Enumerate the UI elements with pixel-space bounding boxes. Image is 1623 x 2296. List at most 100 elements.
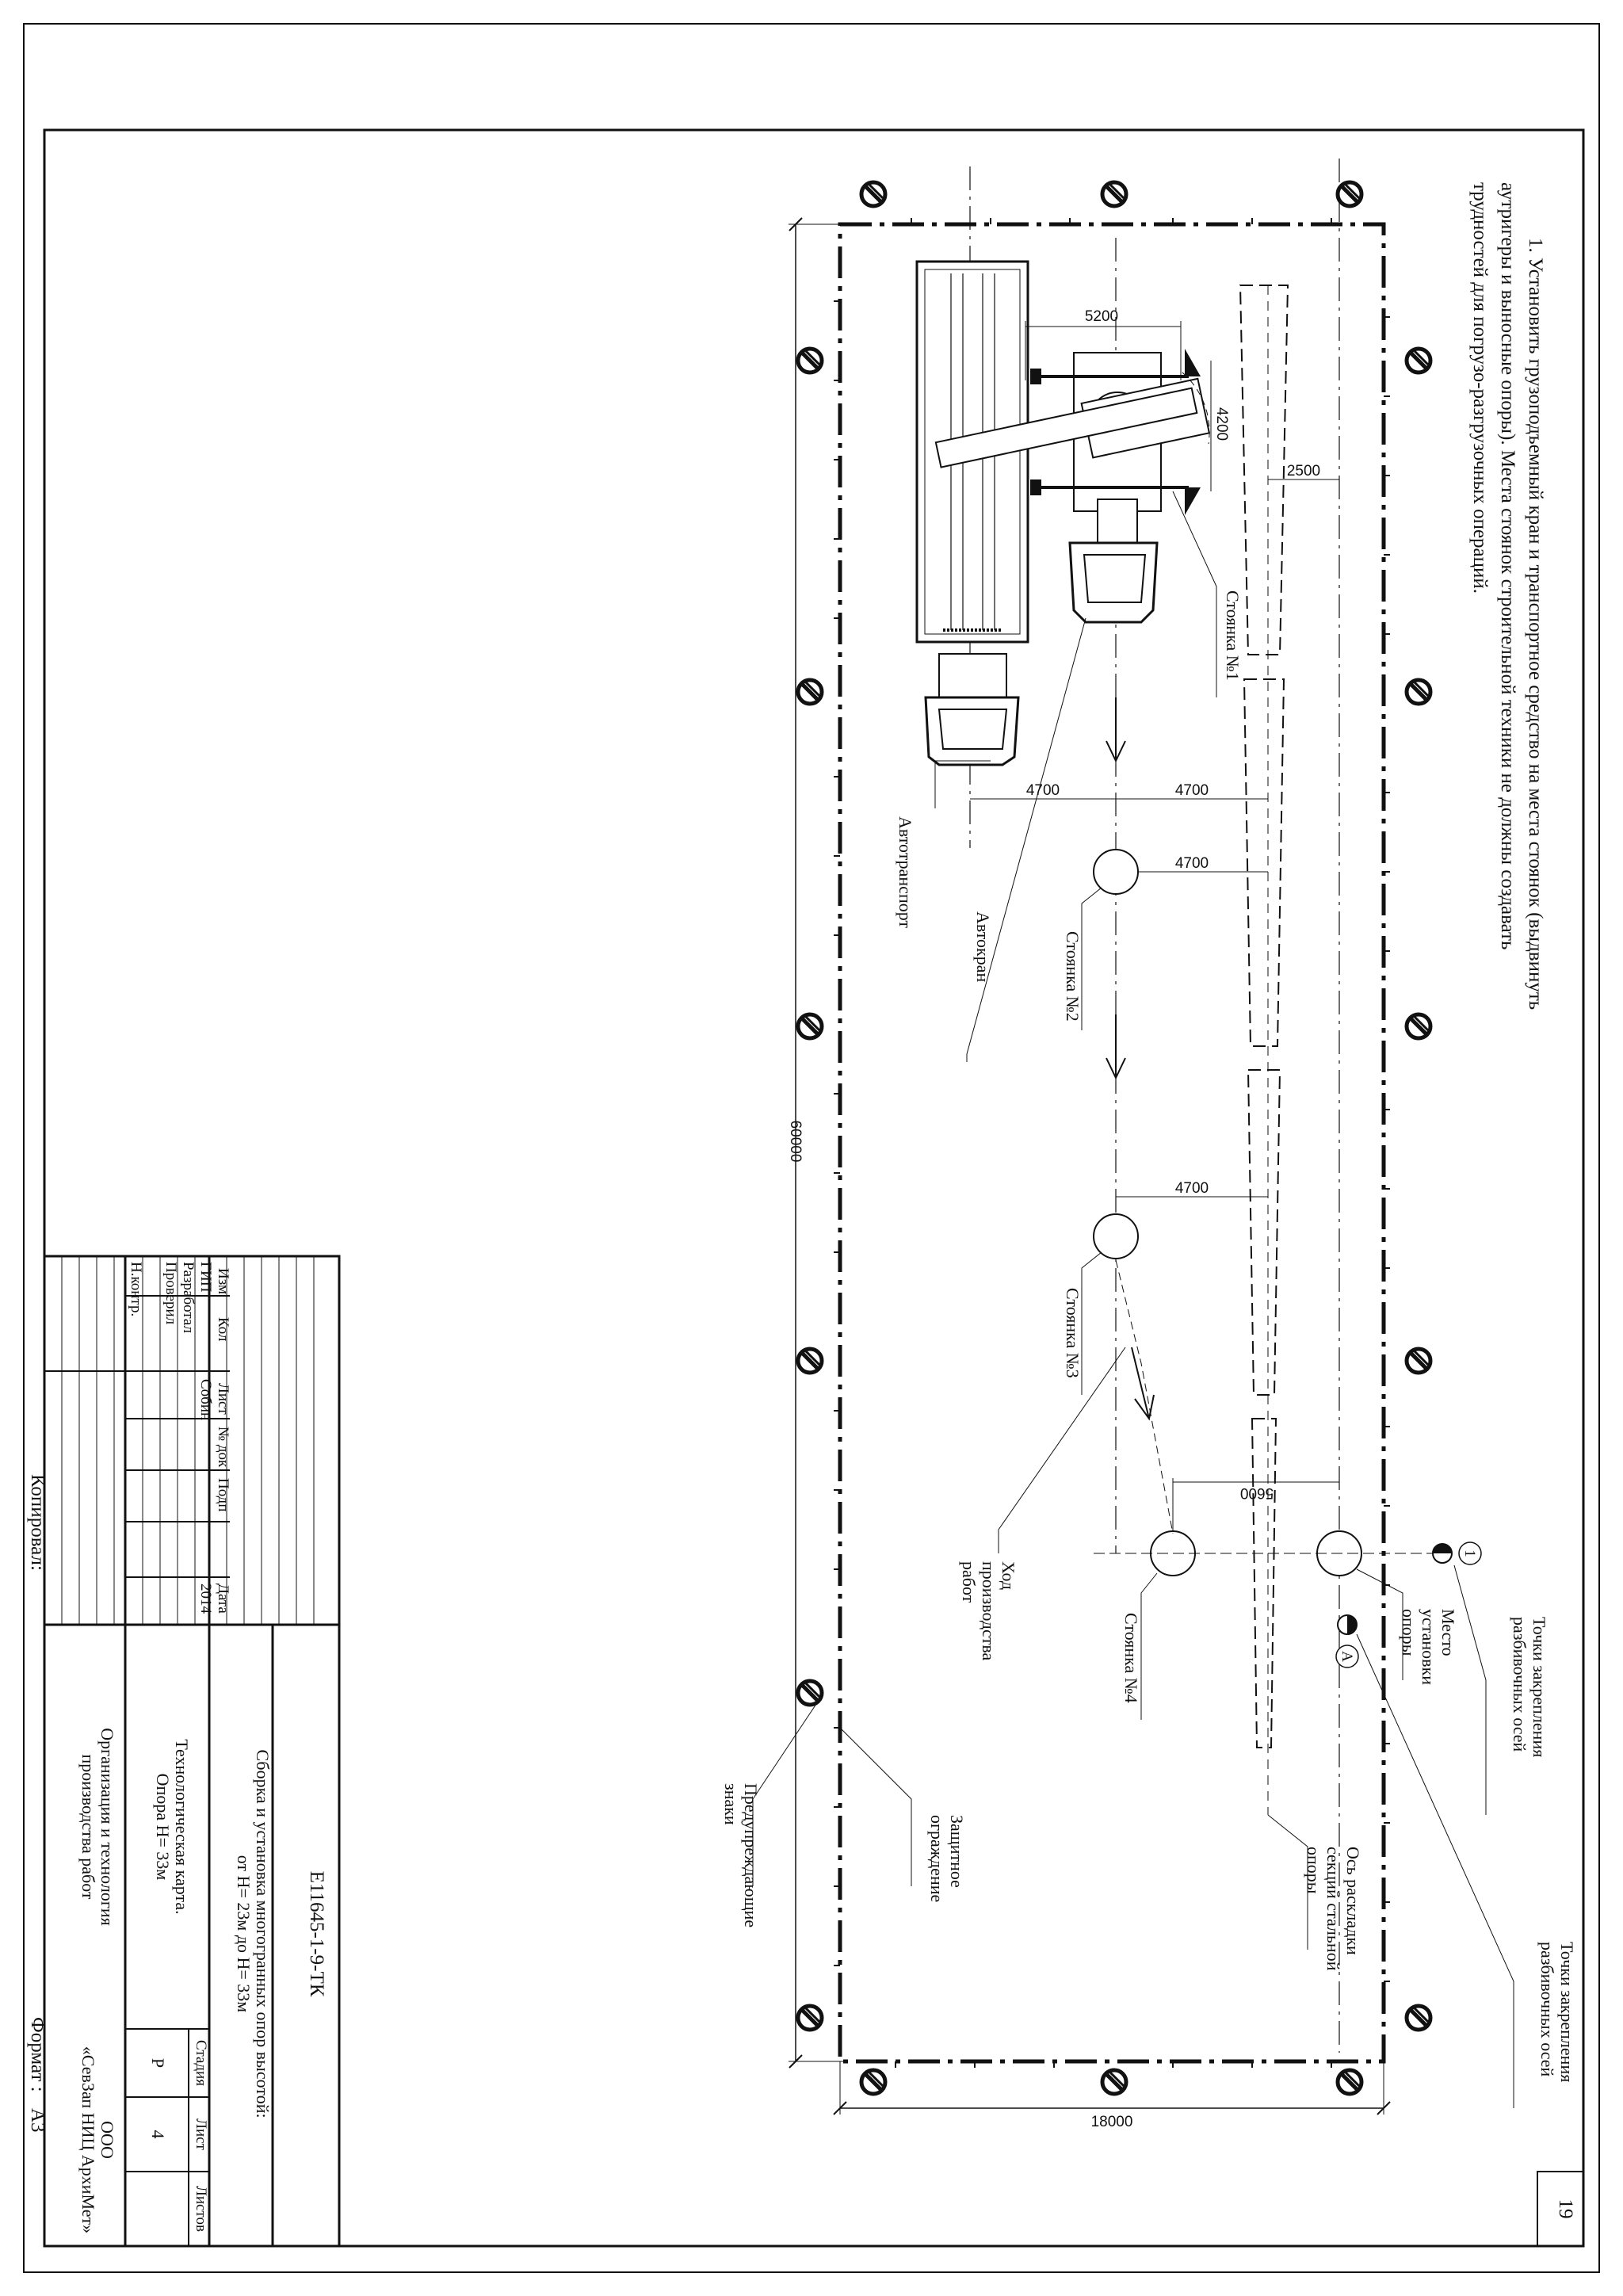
autotransport-label: Автотранспорт xyxy=(896,816,915,928)
no-entry-sign-icon xyxy=(798,1681,822,1705)
section-title-1: Организация и технология xyxy=(97,1728,117,1926)
stage-header: Стадия xyxy=(193,2040,209,2086)
work-progress-line-2: производства xyxy=(979,1561,999,1661)
format-value: А3 xyxy=(27,2108,48,2133)
format-label: Формат : xyxy=(27,2017,48,2092)
no-entry-sign-icon xyxy=(798,1014,822,1038)
role-norm-control: Н.контр. xyxy=(128,1262,144,1316)
dim-2500: 2500 xyxy=(1268,463,1339,480)
layout-axis-line-2: секций стальной xyxy=(1323,1847,1343,1971)
warning-signs-line-2: знаки xyxy=(721,1783,741,1825)
sheets-header: Листов xyxy=(193,2186,209,2232)
support-place-line-3: опоры xyxy=(1399,1609,1419,1656)
sheet-number: 19 xyxy=(1555,2199,1576,2219)
org-1: ООО xyxy=(97,2121,117,2159)
leader-lines xyxy=(752,491,1514,2108)
dim-5200-label: 5200 xyxy=(1085,308,1118,325)
doc-code: E11645-1-9-ТК xyxy=(306,1871,327,1997)
dim-4200-label: 4200 xyxy=(1213,407,1230,441)
dim-5600: 5600 xyxy=(1172,1478,1339,1553)
dim-18000: 18000 xyxy=(833,2061,1391,2130)
sheet-header: Лист xyxy=(193,2118,209,2150)
sheet-no-value: 4 xyxy=(148,2130,168,2139)
no-entry-sign-icon xyxy=(1338,2070,1361,2094)
dim-4700-a-label: 4700 xyxy=(1026,782,1060,799)
parking-4-label: Стоянка №4 xyxy=(1121,1613,1141,1703)
parking-3-label: Стоянка №3 xyxy=(1063,1288,1083,1378)
no-entry-sign-icon xyxy=(798,1349,822,1373)
dim-60000: 60000 xyxy=(787,217,844,2069)
autotransport-vehicle xyxy=(915,260,1029,766)
dim-4700-b-label: 4700 xyxy=(1175,782,1209,799)
role-checked: Проверил xyxy=(162,1262,179,1325)
outer-border xyxy=(23,23,1600,2273)
parking-2-label: Стоянка №2 xyxy=(1063,931,1083,1022)
general-note: 1. Установить грузоподъемный кран и тран… xyxy=(1469,182,1546,1010)
org-2: «СевЗап НИЦ АрхиМет» xyxy=(78,2046,98,2233)
role-gip: ГИП xyxy=(197,1262,214,1293)
fix-points-a-line-1: Точки закрепления xyxy=(1529,1617,1549,1757)
col-data: Дата xyxy=(215,1584,231,1614)
autocrane-label: Автокран xyxy=(973,911,993,983)
doc-title-1: Технологическая карта. xyxy=(172,1739,192,1914)
no-entry-sign-icon xyxy=(1338,182,1361,206)
dim-18000-label: 18000 xyxy=(1091,2114,1133,2130)
no-entry-sign-icon xyxy=(1407,349,1430,372)
dim-2500-label: 2500 xyxy=(1287,463,1320,479)
no-entry-sign-icon xyxy=(1102,182,1126,206)
parking-3-circle xyxy=(1093,1213,1139,1259)
dim-60000-label: 60000 xyxy=(787,1121,804,1163)
note-line-1: 1. Установить грузоподъемный кран и тран… xyxy=(1525,238,1546,1010)
no-entry-sign-icon xyxy=(861,182,885,206)
dim-5600-label: 5600 xyxy=(1240,1484,1274,1501)
axis-1-label: 1 xyxy=(1461,1549,1478,1557)
copied-label: Копировал: xyxy=(27,1474,48,1571)
fix-points-b-line-1: Точки закрепления xyxy=(1557,1942,1577,2082)
note-line-3: трудностей для погрузо-разгрузочных опер… xyxy=(1469,182,1491,594)
fence-line-1: Защитное xyxy=(947,1815,967,1888)
support-place-label: Место установки опоры xyxy=(1399,1609,1458,1685)
no-entry-sign-icon xyxy=(1407,2006,1430,2030)
project-title-1: Сборка и установка многогранных опор выс… xyxy=(253,1749,273,2118)
axis-marker-1: 1 xyxy=(1432,1541,1482,1565)
site-fence xyxy=(834,218,1390,2068)
layout-axis-line-3: опоры xyxy=(1304,1847,1323,1894)
dim-4700-d-label: 4700 xyxy=(1175,1180,1209,1197)
no-entry-sign-icon xyxy=(798,349,822,372)
sheet-number-box xyxy=(1537,2171,1584,2247)
fix-points-label-a: Точки закрепления разбивочных осей xyxy=(1510,1617,1549,1757)
pole-sections xyxy=(1239,285,1289,1748)
work-progress-line-3: работ xyxy=(959,1561,979,1603)
parking-1-label: Стоянка №1 xyxy=(1223,590,1243,681)
role-developed: Разработал xyxy=(180,1262,197,1333)
no-entry-sign-icon xyxy=(1407,1349,1430,1373)
no-entry-sign-icon xyxy=(1407,1014,1430,1038)
parking-2-circle xyxy=(1093,849,1139,895)
col-list: Лист xyxy=(215,1383,231,1415)
support-place-line-2: установки xyxy=(1419,1609,1438,1685)
col-doc: № док xyxy=(215,1427,231,1468)
autocrane-vehicle xyxy=(934,349,1211,624)
axis-A-label: А xyxy=(1338,1651,1355,1662)
stage-value: Р xyxy=(148,2058,168,2068)
no-entry-sign-icon xyxy=(798,2006,822,2030)
gip-name: Собин xyxy=(197,1379,214,1420)
fence-line-2: ограждение xyxy=(927,1815,947,1902)
dim-4700-c-label: 4700 xyxy=(1175,855,1209,872)
fix-points-a-line-2: разбивочных осей xyxy=(1510,1617,1529,1752)
axis-marker-A: А xyxy=(1335,1614,1359,1668)
dims-4700 xyxy=(970,798,1268,1198)
col-kol: Кол xyxy=(215,1317,231,1342)
no-entry-sign-icon xyxy=(1102,2070,1126,2094)
dim-5200: 5200 xyxy=(1025,308,1182,380)
warning-signs-line-1: Предупреждающие xyxy=(741,1783,761,1927)
layout-axis-label: Ось раскладки секций стальной опоры xyxy=(1304,1847,1363,1971)
fix-points-label-b: Точки закрепления разбивочных осей xyxy=(1537,1942,1577,2082)
col-izm: Изм xyxy=(215,1268,231,1294)
layout-axis-line-1: Ось раскладки xyxy=(1343,1847,1363,1955)
warning-signs-label: Предупреждающие знаки xyxy=(721,1783,761,1927)
no-entry-sign-icon xyxy=(861,2070,885,2094)
gip-year: 2014 xyxy=(197,1584,214,1614)
note-line-2: аутригеры и выносные опоры). Места стоян… xyxy=(1497,182,1518,949)
